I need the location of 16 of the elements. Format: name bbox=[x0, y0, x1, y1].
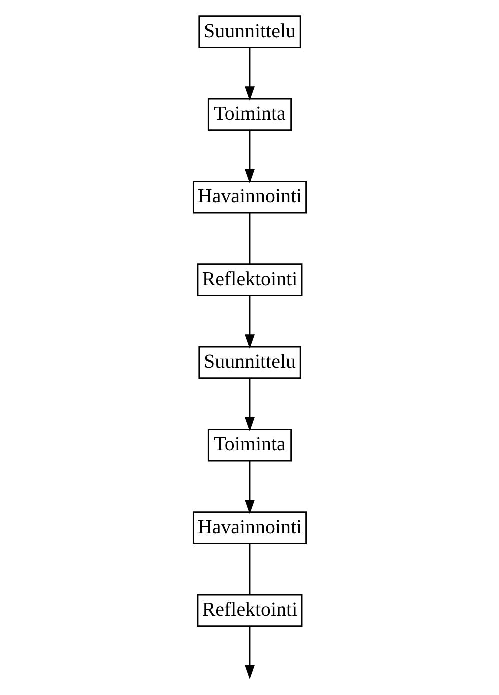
node-box: Suunnittelu bbox=[198, 16, 301, 48]
node-box: Havainnointi bbox=[192, 512, 307, 544]
arrow bbox=[244, 296, 254, 349]
node-box: Toiminta bbox=[207, 98, 292, 132]
node-box: Reflektointi bbox=[196, 594, 302, 628]
connector bbox=[248, 213, 250, 264]
node-box: Toiminta bbox=[207, 428, 292, 462]
node-box: Suunnittelu bbox=[198, 346, 301, 380]
arrow bbox=[244, 461, 254, 514]
node-box: Havainnointi bbox=[192, 180, 307, 214]
arrow bbox=[244, 627, 254, 680]
arrow bbox=[244, 48, 254, 101]
arrow bbox=[244, 130, 254, 184]
arrow bbox=[244, 378, 254, 432]
node-box: Reflektointi bbox=[196, 264, 302, 296]
connector bbox=[248, 544, 250, 595]
